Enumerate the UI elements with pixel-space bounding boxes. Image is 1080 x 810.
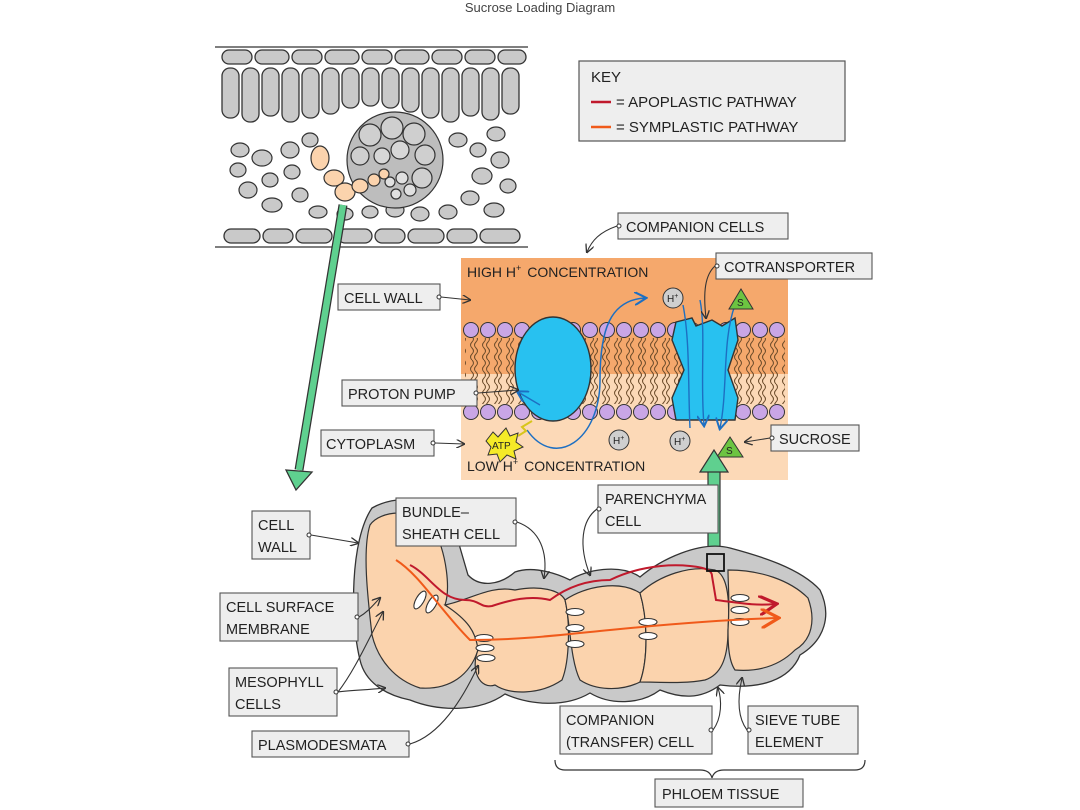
svg-text:COMPANION: COMPANION [566,713,654,729]
phospholipid-head [633,322,649,338]
svg-text:WALL: WALL [258,540,297,556]
svg-text:BUNDLE–: BUNDLE– [402,505,470,521]
phospholipid-head [480,404,496,420]
svg-text:MEMBRANE: MEMBRANE [226,622,310,638]
page-container: Sucrose Loading Diagram [193,0,887,810]
membrane-panel: HIGH H+CONCENTRATION LOW H+CONCENTRATION [461,258,788,480]
label-companion-transfer-cell: COMPANION (TRANSFER) CELL [559,688,721,755]
leaf-cross-section [215,46,528,248]
phospholipid-head [769,404,785,420]
key-title: KEY [591,69,621,86]
svg-text:PHLOEM TISSUE: PHLOEM TISSUE [662,787,780,803]
phospholipid-head [633,404,649,420]
svg-text:CYTOPLASM: CYTOPLASM [326,437,415,453]
label-sucrose: SUCROSE [745,424,860,452]
svg-text:MESOPHYLL: MESOPHYLL [235,675,324,691]
label-proton-pump: PROTON PUMP [341,379,518,407]
sucrose-bottom: S [716,436,744,458]
svg-text:SIEVE TUBE: SIEVE TUBE [755,713,840,729]
page-title: Sucrose Loading Diagram [464,0,616,15]
symplastic-pathway [395,559,777,642]
svg-text:ELEMENT: ELEMENT [755,735,824,751]
phospholipid-head [599,322,615,338]
sucrose-top: S [728,288,754,310]
svg-text:S: S [737,298,744,309]
sucrose-loading-diagram: KEY = APOPLASTIC PATHWAY = SYMPLASTIC PA… [215,46,873,808]
svg-text:ATP: ATP [492,441,511,452]
low-h-label: LOW H+CONCENTRATION [467,457,645,474]
svg-text:PLASMODESMATA: PLASMODESMATA [258,738,387,754]
phospholipid-head [582,322,598,338]
phospholipid-head [599,404,615,420]
phospholipid-head [497,322,513,338]
svg-text:CELL SURFACE: CELL SURFACE [226,600,335,616]
h-ion-bottom-left: H+ [608,429,630,451]
label-mesophyll-cells: MESOPHYLL CELLS [228,612,385,717]
parenchyma-cell-shape [564,585,647,690]
key-symplastic-label: = SYMPLASTIC PATHWAY [616,119,798,136]
label-cell-wall-lower: CELL WALL [251,510,358,560]
svg-text:CELL: CELL [258,518,294,534]
label-cotransporter: COTRANSPORTER [705,252,873,318]
palisade-mesophyll [221,67,520,123]
label-cytoplasm: CYTOPLASM [320,429,464,457]
connector-arrow-leaf [284,204,348,492]
svg-text:PROTON PUMP: PROTON PUMP [348,387,456,403]
phospholipid-head [616,322,632,338]
label-sieve-tube: SIEVE TUBE ELEMENT [739,678,859,755]
label-plasmodesmata: PLASMODESMATA [251,666,478,758]
proton-pump-protein [514,298,645,449]
phospholipid-head [480,322,496,338]
phospholipid-head [650,322,666,338]
label-parenchyma: PARENCHYMA CELL [582,484,719,575]
key-apoplastic-label: = APOPLASTIC PATHWAY [616,94,797,111]
atp-molecule: ATP [485,420,533,463]
svg-text:SHEATH CELL: SHEATH CELL [402,527,500,543]
phospholipid-head [650,404,666,420]
cell-row [352,498,866,779]
svg-text:PARENCHYMA: PARENCHYMA [605,492,707,508]
phospholipid-head [735,404,751,420]
phospholipid-head [497,404,513,420]
phospholipid-head [616,404,632,420]
upper-epidermis [215,46,528,65]
highlighted-loading-cells [310,145,390,202]
phloem-brace [554,759,866,779]
phospholipid-head [463,404,479,420]
svg-text:CELLS: CELLS [235,697,281,713]
svg-text:COTRANSPORTER: COTRANSPORTER [724,260,855,276]
h-ion-top: H+ [662,287,684,309]
label-phloem-tissue: PHLOEM TISSUE [654,778,804,808]
label-cell-wall: CELL WALL [337,283,470,311]
phospholipid-head [752,404,768,420]
svg-text:COMPANION CELLS: COMPANION CELLS [626,220,764,236]
zoom-region-marker [706,553,725,572]
key-box: KEY = APOPLASTIC PATHWAY = SYMPLASTIC PA… [578,60,846,142]
apoplastic-pathway [409,564,775,606]
spongy-mesophyll [229,126,517,222]
vascular-bundle [346,111,444,209]
phospholipid-head [752,322,768,338]
label-bundle-sheath: BUNDLE– SHEATH CELL [395,497,545,578]
svg-text:H+: H+ [667,293,678,305]
phospholipid-head [769,322,785,338]
phospholipid-head [514,404,530,420]
high-h-label: HIGH H+CONCENTRATION [467,263,648,280]
label-cell-surface-membrane: CELL SURFACE MEMBRANE [219,592,380,642]
svg-text:H+: H+ [613,435,624,447]
label-companion-cells: COMPANION CELLS [587,212,789,252]
svg-text:(TRANSFER) CELL: (TRANSFER) CELL [566,735,694,751]
svg-text:CELL WALL: CELL WALL [344,291,423,307]
svg-text:CELL: CELL [605,514,641,530]
svg-text:H+: H+ [674,436,685,448]
lower-epidermis [215,228,528,248]
svg-text:S: S [726,446,733,457]
phospholipid-head [463,322,479,338]
h-ion-bottom-right: H+ [669,430,691,452]
svg-text:SUCROSE: SUCROSE [779,432,851,448]
